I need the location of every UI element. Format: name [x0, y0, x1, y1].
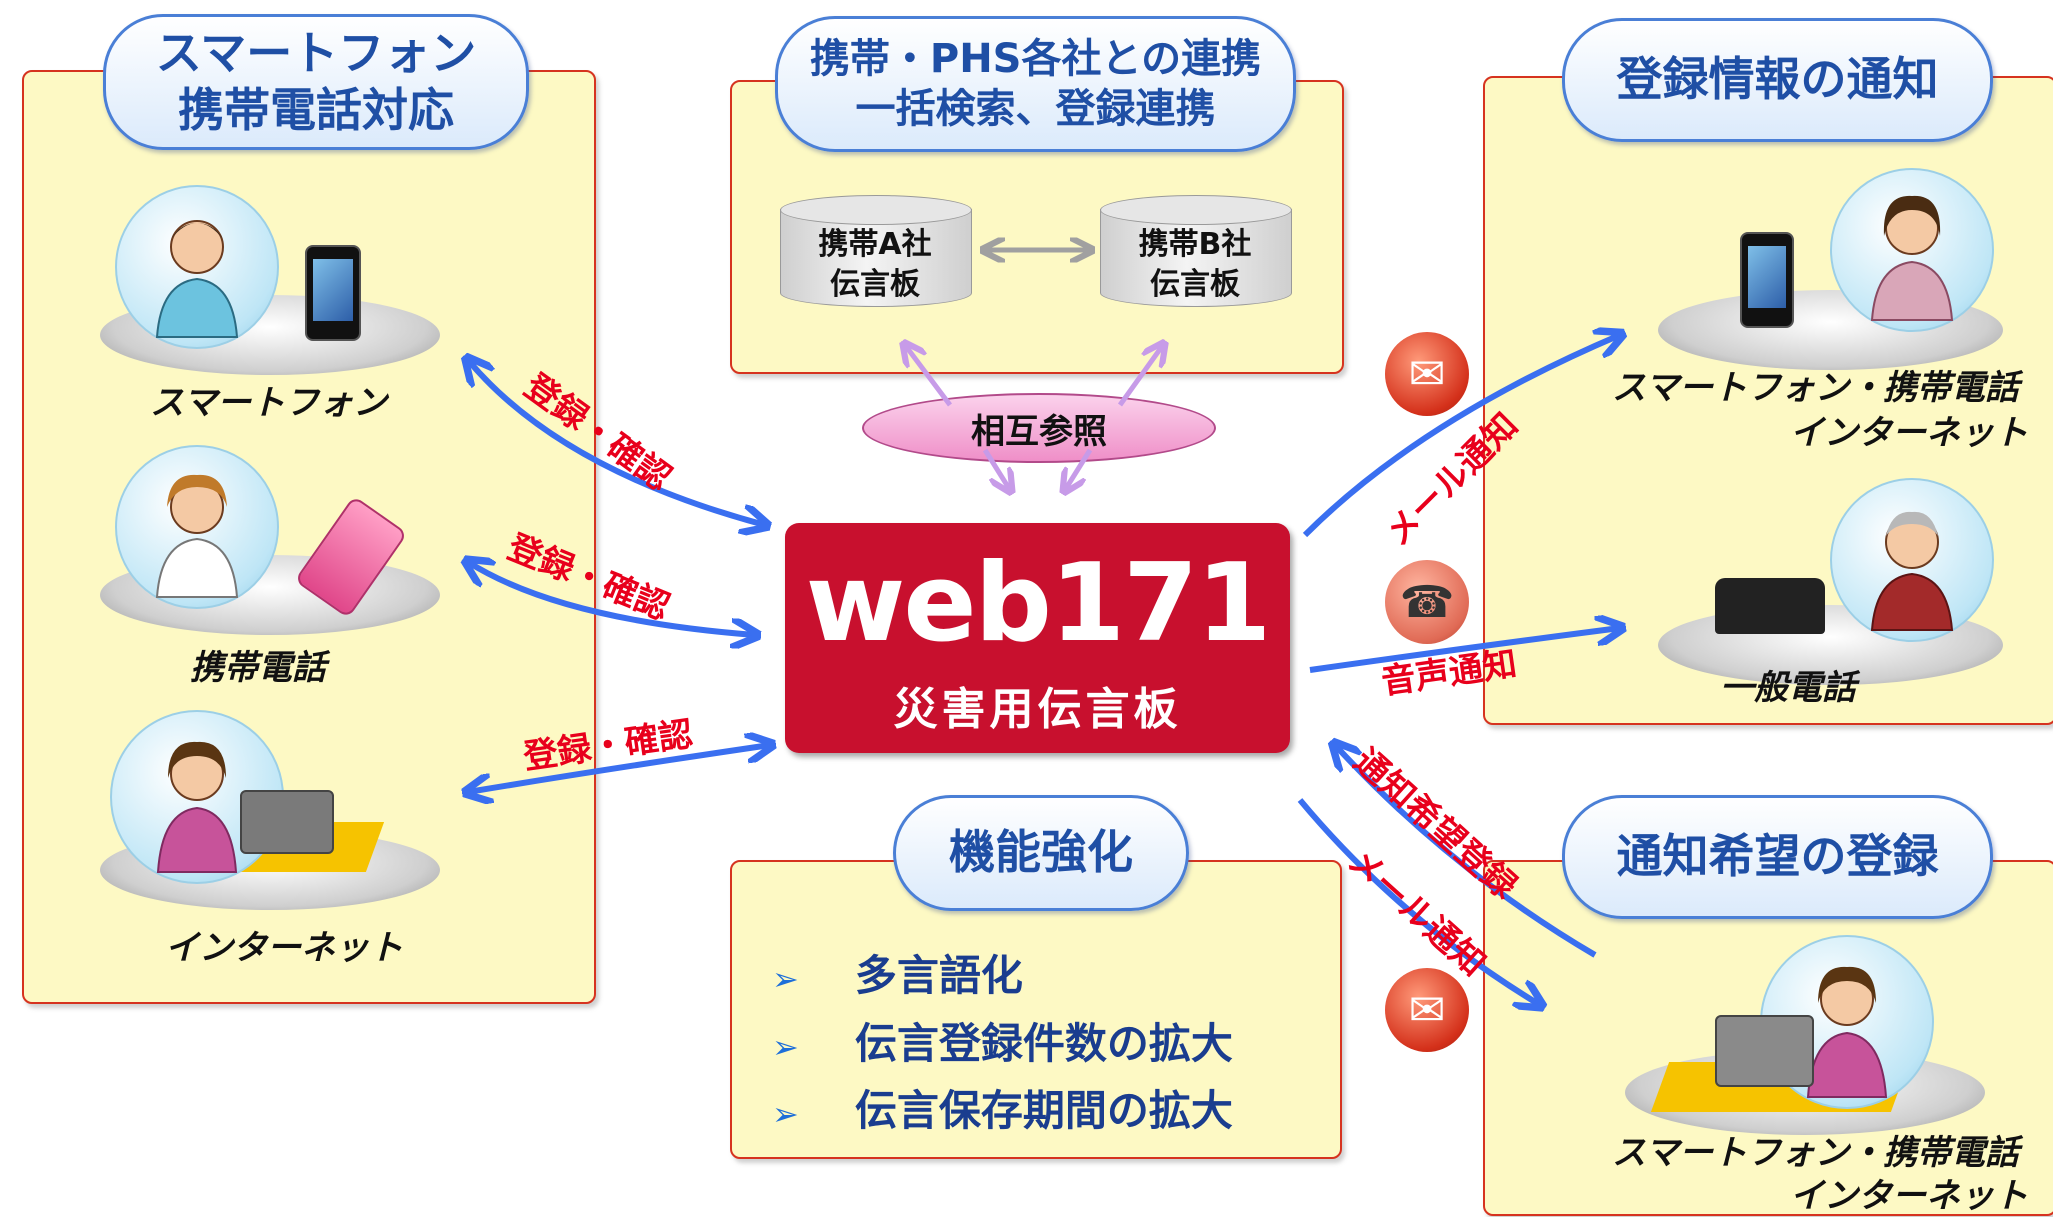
person-icon — [155, 220, 239, 338]
caption-internet: インターネット — [1790, 413, 2028, 453]
laptop-icon — [1715, 1015, 1814, 1087]
laptop-icon — [240, 790, 334, 854]
telephone-icon: ☎ — [1385, 560, 1469, 644]
person-smartphone-avatar — [1830, 168, 1994, 332]
bottom-panel-title: 機能強化 — [893, 795, 1189, 911]
right-bottom-title: 通知希望の登録 — [1616, 829, 1939, 884]
top-title-line2: 一括検索、登録連携 — [855, 86, 1216, 132]
right-top-title: 登録情報の通知 — [1616, 52, 1939, 107]
left-title-line2: 携帯電話対応 — [178, 83, 454, 137]
person-flip-phone-avatar — [115, 445, 279, 609]
db-a-line1: 携帯A社 — [818, 227, 932, 262]
caption-smartphone: スマートフォン — [150, 383, 387, 423]
arrow-bullet-icon: ➢ — [772, 1095, 799, 1133]
left-panel-title: スマートフォン 携帯電話対応 — [103, 14, 529, 150]
top-title-line1: 携帯・PHS各社との連携 — [809, 36, 1262, 82]
caption-internet: インターネット — [1790, 1176, 2028, 1216]
feature-item: ➢多言語化 — [772, 951, 1023, 1000]
web171-logo: web171 — [805, 541, 1272, 666]
mutual-reference-ellipse: 相互参照 — [862, 393, 1216, 463]
person-icon — [156, 741, 238, 873]
caption-smartphone-mobile: スマートフォン・携帯電話 — [1612, 1133, 2019, 1173]
person-smartphone-avatar — [115, 185, 279, 349]
person-icon — [1870, 195, 1954, 321]
envelope-icon: ✉ — [1385, 968, 1469, 1052]
envelope-icon: ✉ — [1385, 332, 1469, 416]
db-a-line2: 伝言板 — [830, 267, 920, 302]
caption-smartphone-mobile: スマートフォン・携帯電話 — [1612, 368, 2019, 408]
caption-internet: インターネット — [165, 928, 403, 968]
telephone-icon — [1715, 578, 1825, 634]
arrow-bullet-icon: ➢ — [772, 1028, 799, 1066]
top-panel-title: 携帯・PHS各社との連携 一括検索、登録連携 — [775, 16, 1296, 152]
database-carrier-b: 携帯B社 伝言板 — [1100, 195, 1292, 307]
person-icon — [1806, 966, 1888, 1098]
smartphone-icon — [305, 245, 361, 341]
smartphone-icon — [1740, 232, 1794, 328]
right-top-panel-title: 登録情報の通知 — [1562, 18, 1993, 142]
mutual-reference-label: 相互参照 — [971, 411, 1107, 452]
db-b-line1: 携帯B社 — [1138, 227, 1252, 262]
db-b-line2: 伝言板 — [1150, 267, 1240, 302]
right-bottom-panel-title: 通知希望の登録 — [1562, 795, 1993, 919]
person-icon — [155, 474, 239, 598]
web171-logo-box: web171 災害用伝言板 — [785, 523, 1290, 753]
bottom-title: 機能強化 — [949, 825, 1133, 880]
web171-subtitle: 災害用伝言板 — [893, 684, 1182, 735]
caption-mobile-phone: 携帯電話 — [190, 648, 326, 688]
caption-landline: 一般電話 — [1720, 668, 1856, 708]
database-carrier-a: 携帯A社 伝言板 — [780, 195, 972, 307]
left-title-line1: スマートフォン — [155, 25, 477, 80]
feature-item: ➢伝言保存期間の拡大 — [772, 1086, 1233, 1135]
person-icon — [1870, 511, 1954, 631]
arrow-bullet-icon: ➢ — [772, 960, 799, 998]
person-landline-avatar — [1830, 478, 1994, 642]
feature-item: ➢伝言登録件数の拡大 — [772, 1019, 1233, 1068]
